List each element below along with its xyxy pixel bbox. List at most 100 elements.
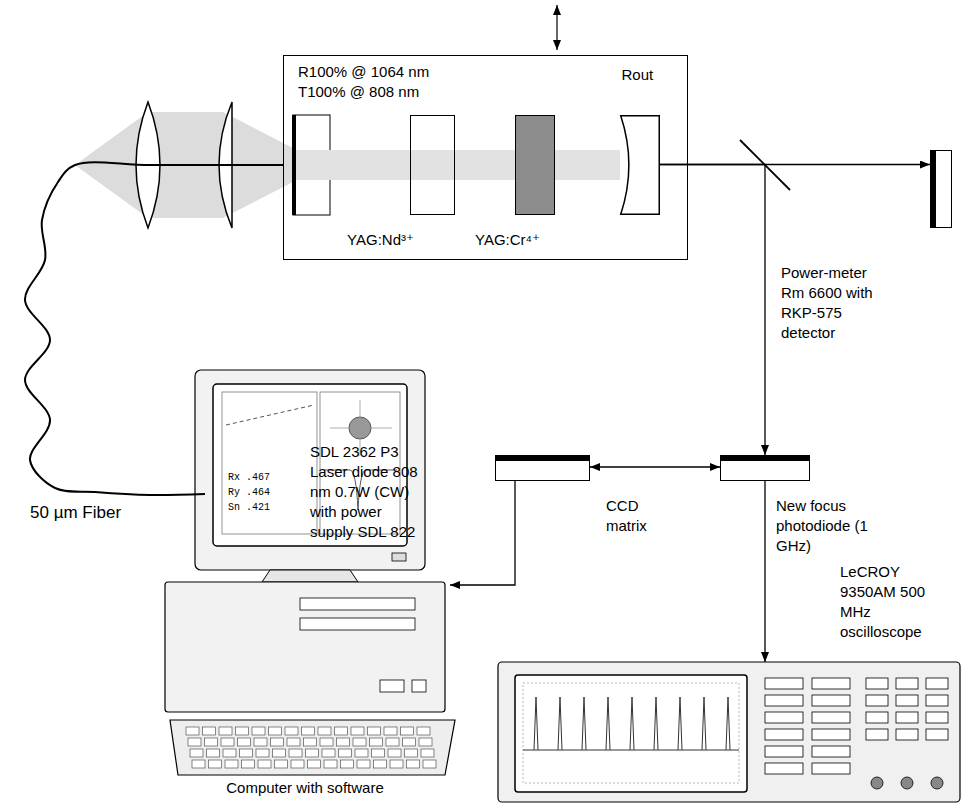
screen-reading: Sn .421 <box>228 502 270 513</box>
oscilloscope <box>678 697 682 750</box>
computer <box>271 738 284 746</box>
computer <box>242 760 255 768</box>
computer <box>254 738 267 746</box>
laser-beam <box>293 150 620 180</box>
computer <box>374 760 387 768</box>
oscilloscope <box>901 777 913 789</box>
crystal-label: YAG:Nd³⁺ <box>331 230 431 250</box>
oscilloscope <box>931 777 943 789</box>
reflected-beam-arrow <box>660 165 766 456</box>
computer <box>240 749 253 757</box>
output-mirror: Rout <box>620 115 660 215</box>
oscilloscope <box>866 695 888 706</box>
oscilloscope: LeCROY 9350AM 500 MHz oscilloscope <box>498 662 960 802</box>
oscilloscope <box>866 712 888 723</box>
oscilloscope <box>765 729 803 740</box>
computer <box>170 720 455 775</box>
computer <box>370 738 383 746</box>
oscilloscope <box>498 662 960 802</box>
oscilloscope <box>582 697 586 750</box>
computer <box>405 749 418 757</box>
computer-label: Computer with software <box>160 778 450 798</box>
oscilloscope <box>498 662 960 802</box>
computer <box>384 727 397 735</box>
computer <box>339 749 352 757</box>
computer <box>390 760 403 768</box>
oscilloscope <box>896 729 918 740</box>
computer <box>287 738 300 746</box>
computer <box>351 727 364 735</box>
mirror-coating <box>294 115 295 215</box>
computer <box>421 749 434 757</box>
fiber-label: 50 µm Fiber <box>30 503 121 523</box>
computer <box>337 738 350 746</box>
oscilloscope <box>558 697 562 750</box>
computer <box>275 760 288 768</box>
mirror-coating <box>292 115 296 215</box>
photodiode-label: New focus photodiode (1 GHz) <box>776 496 886 556</box>
crystal-label: YAG:Cr⁴⁺ <box>458 230 558 250</box>
signal-arrow <box>764 481 765 662</box>
computer <box>186 727 199 735</box>
output-mirror-label: Rout <box>622 65 682 85</box>
oscilloscope <box>896 695 918 706</box>
computer <box>322 749 335 757</box>
adjust-arrow <box>556 5 557 50</box>
oscilloscope <box>926 678 948 689</box>
computer <box>285 727 298 735</box>
computer <box>262 570 358 582</box>
computer <box>209 760 222 768</box>
computer <box>207 749 220 757</box>
computer <box>258 760 271 768</box>
oscilloscope <box>765 746 803 757</box>
computer <box>318 727 331 735</box>
computer <box>403 738 416 746</box>
computer <box>324 760 337 768</box>
computer <box>308 760 321 768</box>
output-mirror-shape <box>620 115 659 214</box>
laser-cavity-label: R100% @ 1064 nm T100% @ 808 nm <box>298 62 448 102</box>
computer <box>372 749 385 757</box>
adjust-arrow <box>557 5 558 50</box>
ccd-matrix-label: CCD matrix <box>606 496 676 536</box>
laser-cavity: R100% @ 1064 nm T100% @ 808 nm YAG:Nd³⁺ YA… <box>283 55 688 260</box>
computer: Computer with software <box>160 365 450 800</box>
computer <box>186 727 436 768</box>
oscilloscope <box>765 763 803 774</box>
oscilloscope <box>606 697 610 750</box>
computer <box>256 749 269 757</box>
output-mirror-shape <box>620 115 660 215</box>
computer <box>392 553 406 561</box>
computer <box>335 727 348 735</box>
computer <box>190 749 203 757</box>
oscilloscope <box>866 678 888 689</box>
ccd-matrix: CCD matrix <box>495 455 590 481</box>
computer <box>357 760 370 768</box>
computer <box>355 749 368 757</box>
oscilloscope <box>726 697 730 750</box>
computer <box>205 738 218 746</box>
computer <box>300 618 415 630</box>
oscilloscope <box>812 678 850 689</box>
oscilloscope <box>871 777 883 789</box>
computer <box>407 760 420 768</box>
computer <box>302 727 315 735</box>
power-meter-label: Power-meter Rm 6600 with RKP-575 detecto… <box>781 263 891 343</box>
computer <box>223 749 236 757</box>
oscilloscope <box>765 712 803 723</box>
computer <box>188 738 201 746</box>
oscilloscope <box>812 729 850 740</box>
photodiode: New focus photodiode (1 GHz) <box>720 455 810 481</box>
computer <box>222 392 317 534</box>
oscilloscope-label: LeCROY 9350AM 500 MHz oscilloscope <box>840 562 945 642</box>
computer <box>417 727 430 735</box>
oscilloscope <box>896 712 918 723</box>
computer <box>368 727 381 735</box>
computer <box>306 749 319 757</box>
computer <box>320 738 333 746</box>
optical-fiber <box>25 162 283 495</box>
laser-diode-label: SDL 2362 P3 Laser diode 808 nm 0.7W (CW)… <box>310 442 428 542</box>
computer <box>300 598 415 610</box>
